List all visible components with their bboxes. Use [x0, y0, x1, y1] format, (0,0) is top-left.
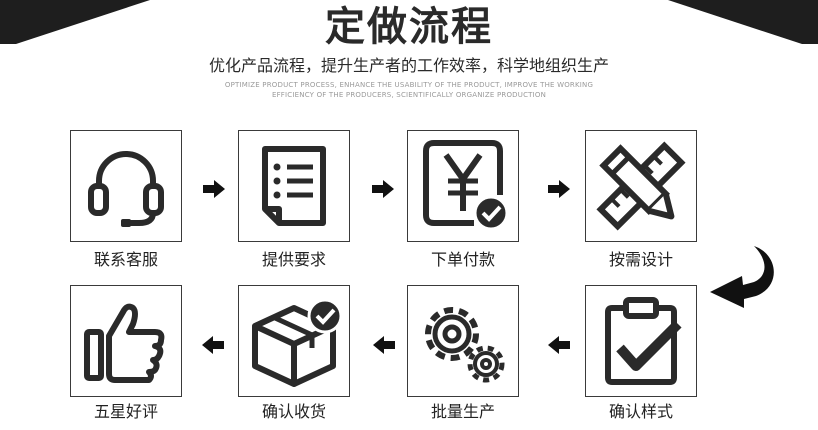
step-confirm-receipt: [238, 285, 350, 397]
arrow-right-icon: [548, 180, 570, 198]
corner-decoration-left: [0, 0, 150, 44]
step-label-five-star-review: 五星好评: [93, 402, 158, 421]
step-custom-design: [585, 130, 697, 242]
headset-icon: [88, 151, 164, 227]
page-title: 定做流程: [325, 4, 493, 50]
step-provide-requirements: [238, 130, 350, 242]
step-confirm-style: [585, 285, 697, 397]
step-label-provide-requirements: 提供要求: [261, 250, 326, 269]
english-subtitle-line-2: EFFICIENCY OF THE PRODUCERS, SCIENTIFICA…: [271, 91, 547, 99]
package-check-icon: [252, 298, 343, 387]
step-label-confirm-style: 确认样式: [608, 402, 673, 421]
step-order-payment: [407, 130, 519, 242]
step-contact-service: [70, 130, 182, 242]
arrow-left-icon: [548, 336, 570, 354]
english-subtitle: OPTIMIZE PRODUCT PROCESS, ENHANCE THE US…: [200, 80, 618, 100]
step-label-contact-service: 联系客服: [93, 250, 158, 269]
arrow-right-icon: [372, 180, 394, 198]
clipboard-check-icon: [605, 297, 682, 385]
arrow-left-icon: [373, 336, 395, 354]
document-list-icon: [262, 146, 326, 226]
gears-icon: [425, 307, 505, 383]
step-label-order-payment: 下单付款: [430, 250, 495, 269]
ruler-pencil-icon: [596, 141, 686, 231]
step-five-star-review: [70, 285, 182, 397]
curved-arrow-icon: [710, 246, 774, 308]
step-mass-production: [407, 285, 519, 397]
step-label-custom-design: 按需设计: [608, 250, 673, 269]
arrow-left-icon: [202, 336, 224, 354]
yuan-payment-check-icon: [423, 140, 509, 231]
step-label-confirm-receipt: 确认收货: [261, 402, 326, 421]
corner-decoration-right: [668, 0, 818, 44]
page-subtitle: 优化产品流程，提升生产者的工作效率，科学地组织生产: [208, 56, 609, 75]
step-label-mass-production: 批量生产: [430, 402, 495, 421]
english-subtitle-line-1: OPTIMIZE PRODUCT PROCESS, ENHANCE THE US…: [224, 81, 594, 89]
thumbs-up-icon: [84, 303, 165, 383]
arrow-right-icon: [203, 180, 225, 198]
